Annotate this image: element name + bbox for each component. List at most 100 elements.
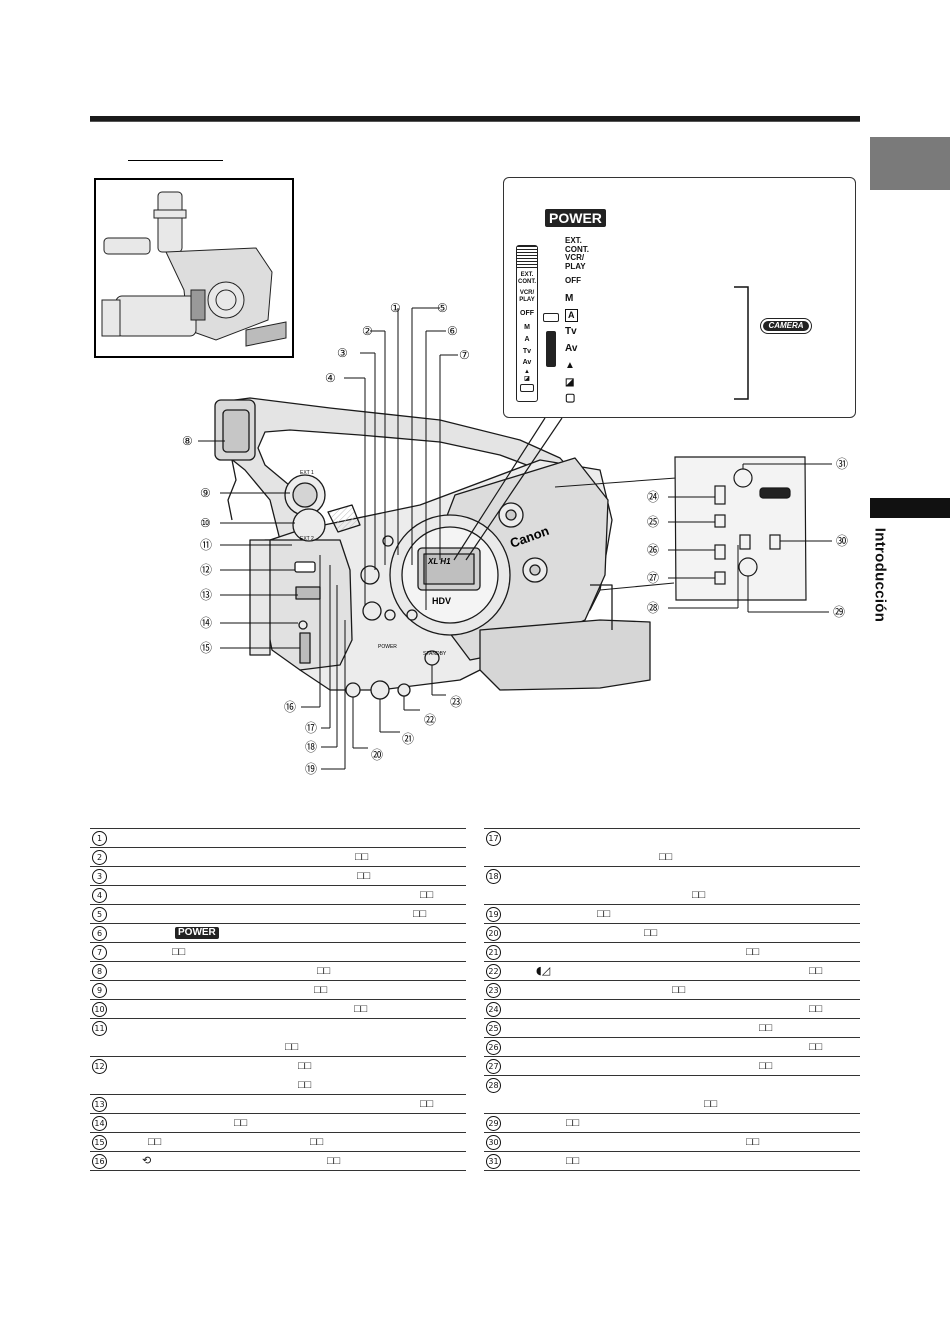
list-row: 17□□ (484, 829, 860, 867)
list-number: 25 (486, 1021, 501, 1036)
power-lock-tab (546, 331, 556, 367)
callout-26: ㉖ (647, 543, 660, 557)
callout-25: ㉕ (647, 515, 660, 529)
callout-31: ㉛ (836, 457, 849, 471)
list-row: 15□□□□ (90, 1133, 466, 1152)
mode-sports-icon: ▲ (565, 360, 575, 371)
power-indicator-lamp (543, 313, 559, 322)
bottom-power-label: POWER (378, 644, 397, 650)
list-row: 1 (90, 829, 466, 848)
list-row: 12□□□□ (90, 1057, 466, 1095)
list-number: 17 (486, 831, 501, 846)
list-number: 20 (486, 926, 501, 941)
callout-13: ⑬ (200, 588, 213, 602)
page-reference-book-icon: □□ (354, 1003, 368, 1015)
list-row: 25□□ (484, 1019, 860, 1038)
list-number: 31 (486, 1154, 501, 1169)
callout-7: ⑦ (459, 348, 470, 362)
callout-11: ⑪ (200, 538, 213, 552)
list-number: 29 (486, 1116, 501, 1131)
list-row: 16 ⟲ □□ (90, 1152, 466, 1171)
list-number: 27 (486, 1059, 501, 1074)
page-reference-book-icon: □□ (310, 1136, 324, 1148)
callout-2: ② (362, 324, 373, 338)
list-number: 18 (486, 869, 501, 884)
list-row: 26 □□ (484, 1038, 860, 1057)
list-number: 14 (92, 1116, 107, 1131)
page-reference-book-icon: □□ (704, 1098, 718, 1110)
page-reference-book-icon: □□ (644, 927, 658, 939)
page-reference-book-icon: □□ (759, 1060, 773, 1072)
mode-custom-icon: ▢ (565, 392, 576, 404)
callout-5: ⑤ (437, 301, 448, 315)
section-tab (870, 498, 950, 518)
list-number: 4 (92, 888, 107, 903)
header-rule (90, 116, 860, 121)
page-reference-book-icon: □□ (809, 965, 823, 977)
page-reference-book-icon: □□ (327, 1155, 341, 1167)
camera-mode-bracket (734, 286, 749, 400)
list-number: 23 (486, 983, 501, 998)
list-row: 29 □□ (484, 1114, 860, 1133)
list-row: 14□□ (90, 1114, 466, 1133)
page-reference-book-icon: □□ (172, 946, 186, 958)
format-logo: HDV (432, 596, 451, 606)
list-number: 28 (486, 1078, 501, 1093)
page-reference-book-icon: □□ (692, 889, 706, 901)
list-row: 3□□ (90, 867, 466, 886)
page-reference-book-icon: □□ (420, 1098, 434, 1110)
list-number: 9 (92, 983, 107, 998)
power-dial-panel (503, 177, 856, 418)
page-reference-book-icon: □□ (566, 1117, 580, 1129)
page-reference-book-icon: □□ (809, 1041, 823, 1053)
camcorder-main-illustration: Canon XL H1 HDV POWER STANDBY EXT 1 EXT … (198, 307, 832, 770)
chapter-tab (870, 137, 950, 190)
callout-9: ⑨ (200, 486, 211, 500)
list-number: 6 (92, 926, 107, 941)
list-row: 10□□ (90, 1000, 466, 1019)
list-number: 15 (92, 1135, 107, 1150)
callout-29: ㉙ (833, 605, 846, 619)
list-row: 4□□ (90, 886, 466, 905)
list-row: 31 □□ (484, 1152, 860, 1171)
standby-label: STANDBY (423, 651, 447, 657)
mode-av: Av (565, 343, 578, 354)
callout-16: ⑯ (284, 700, 297, 714)
callout-21: ㉑ (402, 732, 415, 746)
list-row: 30□□ (484, 1133, 860, 1152)
list-row: 20 □□ (484, 924, 860, 943)
list-row: 24□□ (484, 1000, 860, 1019)
power-badge: POWER (175, 927, 219, 939)
callout-1: ① (390, 301, 401, 315)
list-number: 26 (486, 1040, 501, 1055)
symbol-icon: ⟲ (142, 1154, 152, 1167)
page-reference-book-icon: □□ (746, 1136, 760, 1148)
list-number: 8 (92, 964, 107, 979)
page-reference-book-icon: □□ (746, 946, 760, 958)
callout-20: ⑳ (371, 748, 384, 762)
callout-27: ㉗ (647, 571, 660, 585)
page-reference-book-icon: □□ (298, 1079, 312, 1091)
parts-list-right: 17□□18□□19□□20□□21□□22◖◿□□23□□24□□25□□26… (484, 828, 860, 1171)
callout-10: ⑩ (200, 516, 211, 530)
list-number: 5 (92, 907, 107, 922)
mode-night-icon: ◪ (565, 377, 575, 388)
model-logo: XL H1 (427, 557, 451, 566)
page-reference-book-icon: □□ (566, 1155, 580, 1167)
callout-24: ㉔ (647, 490, 660, 504)
callout-23: ㉓ (450, 695, 463, 709)
mode-off: OFF (565, 276, 581, 285)
list-row: 11□□ (90, 1019, 466, 1057)
list-number: 24 (486, 1002, 501, 1017)
list-number: 21 (486, 945, 501, 960)
power-dial-title: POWER (545, 209, 606, 228)
list-number: 16 (92, 1154, 107, 1169)
page-reference-book-icon: □□ (355, 851, 369, 863)
list-row: 6 POWER (90, 924, 466, 943)
mode-tv: Tv (565, 326, 577, 337)
mode-m: M (565, 293, 574, 304)
power-dial-strip: EXT. CONT. VCR/ PLAY OFF M A Tv Av ▲ ◪ (516, 245, 538, 402)
callout-3: ③ (337, 346, 348, 360)
list-row: 23□□ (484, 981, 860, 1000)
